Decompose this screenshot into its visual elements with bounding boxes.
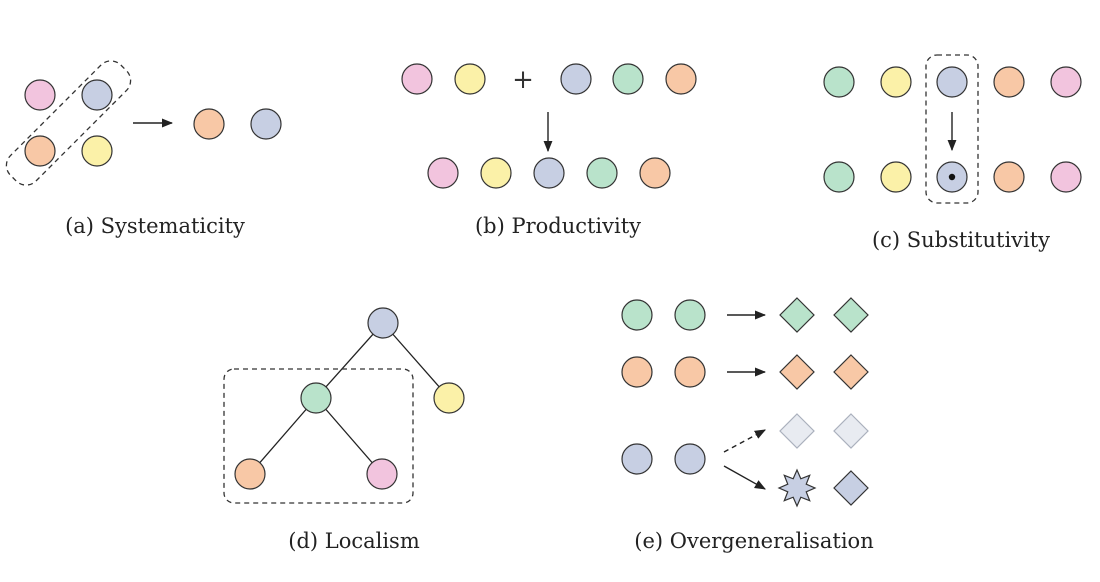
- caption-localism: (d) Localism: [288, 529, 420, 553]
- orange-circle: [674, 356, 706, 388]
- caption-overgeneralisation: (e) Overgeneralisation: [634, 529, 873, 553]
- orange-diamond: [833, 354, 869, 390]
- dashed-group-box: [5, 60, 132, 186]
- orange-diamond: [779, 354, 815, 390]
- yellow-circle: [480, 157, 512, 189]
- orange-circle: [993, 66, 1025, 98]
- pink-circle: [366, 458, 398, 490]
- blue-circle: [81, 79, 113, 111]
- tree-edge: [315, 397, 383, 475]
- caption-substitutivity: (c) Substitutivity: [872, 228, 1050, 252]
- orange-circle: [621, 356, 653, 388]
- green-circle: [823, 66, 855, 98]
- orange-circle: [665, 63, 697, 95]
- panel-overgeneralisation: (e) Overgeneralisation: [621, 297, 874, 553]
- blue-circle: [560, 63, 592, 95]
- yellow-circle: [880, 66, 912, 98]
- faded-diamond: [779, 413, 815, 449]
- blue-circle: [674, 443, 706, 475]
- green-diamond: [833, 297, 869, 333]
- green-diamond: [779, 297, 815, 333]
- pink-circle: [427, 157, 459, 189]
- green-circle: [621, 299, 653, 331]
- green-circle: [674, 299, 706, 331]
- pink-circle: [401, 63, 433, 95]
- tree-edge: [315, 322, 384, 399]
- dashed-subtree-box: [223, 368, 414, 504]
- blue-circle: [250, 108, 282, 140]
- green-circle: [612, 63, 644, 95]
- yellow-circle: [454, 63, 486, 95]
- orange-circle: [639, 157, 671, 189]
- panel-systematicity: (a) Systematicity: [5, 60, 282, 238]
- dashed-arrow: [723, 429, 766, 453]
- green-circle: [300, 382, 332, 414]
- yellow-circle: [880, 161, 912, 193]
- panel-localism: (d) Localism: [223, 307, 465, 553]
- tree-edge: [249, 397, 317, 475]
- dot-marker: [948, 173, 956, 181]
- orange-circle: [993, 161, 1025, 193]
- dashed-substitution-box: [925, 54, 979, 204]
- pink-circle: [1050, 161, 1082, 193]
- yellow-circle: [433, 382, 465, 414]
- green-circle: [823, 161, 855, 193]
- blue-circle: [533, 157, 565, 189]
- panel-substitutivity: (c) Substitutivity: [823, 54, 1082, 252]
- panel-productivity: + (b) Productivity: [401, 63, 697, 238]
- arrow: [723, 465, 766, 490]
- orange-circle: [234, 458, 266, 490]
- caption-productivity: (b) Productivity: [475, 214, 641, 238]
- orange-circle: [24, 135, 56, 167]
- yellow-circle: [81, 135, 113, 167]
- pink-circle: [24, 79, 56, 111]
- caption-systematicity: (a) Systematicity: [65, 214, 245, 238]
- blue-star: [777, 468, 817, 508]
- blue-circle: [621, 443, 653, 475]
- tree-edge: [382, 322, 450, 399]
- green-circle: [586, 157, 618, 189]
- orange-circle: [193, 108, 225, 140]
- blue-circle: [367, 307, 399, 339]
- blue-diamond: [833, 470, 869, 506]
- pink-circle: [1050, 66, 1082, 98]
- faded-diamond: [833, 413, 869, 449]
- blue-circle: [936, 66, 968, 98]
- plus-sign: +: [512, 65, 534, 95]
